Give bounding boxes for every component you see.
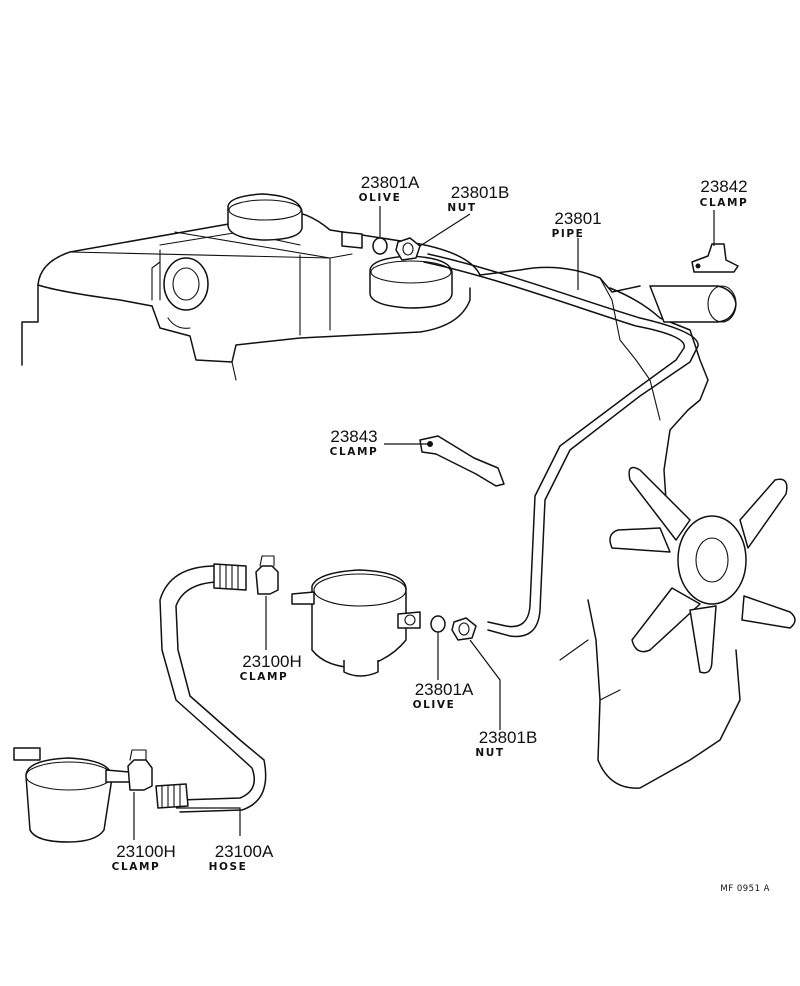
- fuel-filter: [13, 747, 131, 843]
- svg-text:23843: 23843: [330, 427, 377, 446]
- svg-text:OLIVE: OLIVE: [413, 699, 456, 711]
- part-olive-bottom: [430, 615, 446, 633]
- svg-text:23801A: 23801A: [361, 173, 420, 192]
- svg-text:23801: 23801: [554, 209, 601, 228]
- part-clamp-23843: [419, 435, 505, 487]
- callout-olive-top: 23801A OLIVE: [359, 173, 420, 204]
- diagram-ref-code: MF 0951 A: [720, 884, 770, 894]
- svg-text:23801A: 23801A: [415, 680, 474, 699]
- callout-olive-bottom: 23801A OLIVE: [413, 680, 474, 711]
- svg-text:23100A: 23100A: [215, 842, 274, 861]
- svg-text:CLAMP: CLAMP: [112, 861, 161, 873]
- svg-text:HOSE: HOSE: [209, 861, 248, 873]
- callout-nut-bottom: 23801B NUT: [475, 728, 537, 759]
- leader-lines: [133, 206, 715, 840]
- fuel-pipe: [423, 253, 699, 638]
- part-clamp-23842: [691, 243, 739, 273]
- part-clamp-pump: [255, 555, 279, 595]
- svg-text:23100H: 23100H: [116, 842, 176, 861]
- svg-text:CLAMP: CLAMP: [240, 671, 289, 683]
- svg-text:23100H: 23100H: [242, 652, 302, 671]
- callout-clamp-23843: 23843 CLAMP: [330, 427, 379, 458]
- part-clamp-filter: [127, 749, 153, 791]
- svg-text:CLAMP: CLAMP: [330, 446, 379, 458]
- svg-text:23801B: 23801B: [451, 183, 510, 202]
- fan: [609, 466, 796, 674]
- callout-nut-top: 23801B NUT: [447, 183, 509, 214]
- engine-block: [21, 193, 741, 789]
- part-olive-top: [372, 237, 388, 255]
- part-nut-bottom: [451, 617, 477, 641]
- svg-text:NUT: NUT: [447, 202, 476, 214]
- svg-text:23801B: 23801B: [479, 728, 538, 747]
- callout-clamp-filter: 23100H CLAMP: [112, 842, 176, 873]
- callout-clamp-pump: 23100H CLAMP: [240, 652, 302, 683]
- svg-text:NUT: NUT: [475, 747, 504, 759]
- fuel-hose: [155, 563, 267, 813]
- callout-pipe: 23801 PIPE: [552, 209, 602, 240]
- svg-text:PIPE: PIPE: [552, 228, 585, 240]
- callout-hose: 23100A HOSE: [209, 842, 274, 873]
- svg-text:OLIVE: OLIVE: [359, 192, 402, 204]
- part-nut-top: [395, 237, 421, 261]
- part-connector-top: [341, 231, 363, 249]
- svg-text:23842: 23842: [700, 177, 747, 196]
- svg-text:CLAMP: CLAMP: [700, 197, 749, 209]
- callout-clamp-23842: 23842 CLAMP: [700, 177, 749, 209]
- fuel-pump: [291, 569, 421, 677]
